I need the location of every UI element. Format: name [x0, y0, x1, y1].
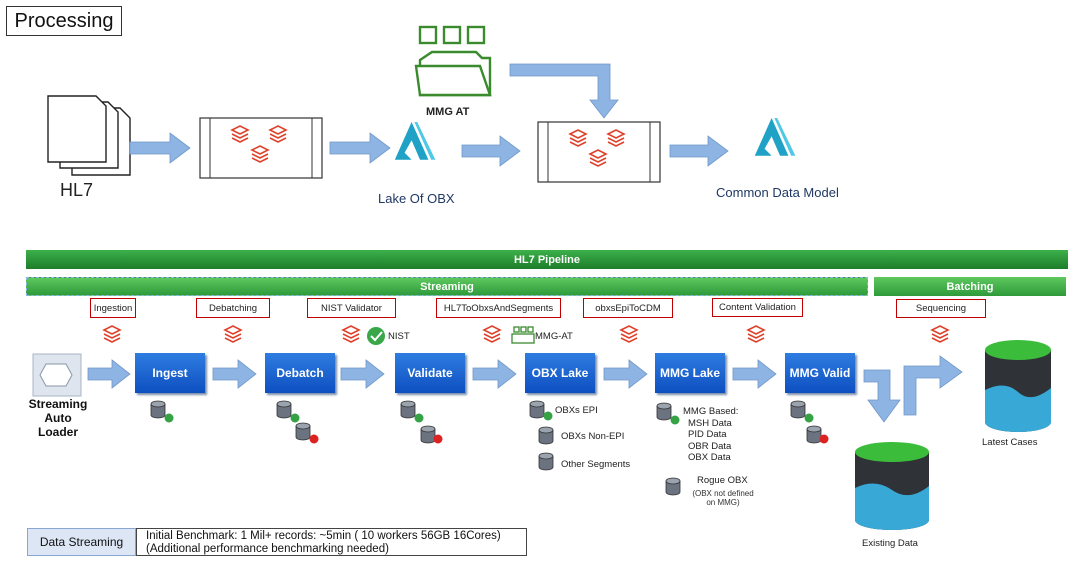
latest-cases-cylinder-icon — [985, 340, 1051, 432]
hl7-pipeline-bar: HL7 Pipeline — [26, 250, 1068, 269]
stage-debatch: Debatch — [265, 353, 335, 393]
benchmark-note: Initial Benchmark: 1 Mil+ records: ~5min… — [136, 528, 527, 556]
hl7-label: HL7 — [60, 180, 94, 200]
databricks-process-box-2 — [537, 121, 661, 183]
db-icons — [150, 400, 829, 496]
arrow-4 — [669, 135, 729, 167]
common-data-model-label: Common Data Model — [716, 185, 839, 200]
databricks-process-box-1 — [199, 117, 323, 179]
stage-mmg-valid: MMG Valid — [785, 353, 855, 393]
step-ingestion: Ingestion — [90, 298, 136, 318]
step-nist-validator: NIST Validator — [307, 298, 396, 318]
obx-output-other: Other Segments — [561, 459, 631, 470]
mmg-outputs: MMG Based: MSH Data PID Data OBR Data OB… — [683, 406, 738, 464]
obx-output-non-epi: OBXs Non-EPI — [561, 431, 625, 442]
rogue-obx-label: Rogue OBX — [697, 475, 748, 486]
lower-flow-graphics — [32, 325, 1051, 530]
step-sequencing: Sequencing — [896, 299, 986, 318]
arrow-2 — [329, 132, 391, 164]
lake-azure-icon — [394, 122, 436, 160]
step-hl7-to-obxs: HL7ToObxsAndSegments — [436, 298, 561, 318]
mmg-at-mini-icon — [511, 326, 535, 344]
hl7-document-icon — [47, 95, 131, 176]
mmg-output-msh: MSH Data — [688, 417, 732, 429]
obx-output-epi: OBXs EPI — [555, 405, 598, 416]
mmg-at-label: MMG AT — [426, 106, 470, 118]
step-content-validation: Content Validation — [712, 298, 803, 317]
rogue-obx-note: (OBX not defined on MMG) — [692, 489, 754, 507]
mmg-at-badge-label: MMG-AT — [535, 331, 573, 342]
mmg-output-pid: PID Data — [688, 429, 727, 440]
arrow-1 — [129, 132, 191, 164]
existing-data-label: Existing Data — [862, 538, 918, 549]
step-debatching: Debatching — [196, 298, 270, 318]
cdm-azure-icon — [754, 118, 796, 156]
arrow-up-latest — [903, 355, 963, 416]
mmg-output-heading: MMG Based: — [683, 406, 739, 417]
top-flow-graphics — [47, 25, 796, 183]
latest-cases-label: Latest Cases — [982, 437, 1038, 448]
arrow-down-existing — [863, 369, 901, 423]
auto-loader-icon — [32, 353, 82, 397]
streaming-bar: Streaming — [26, 277, 868, 296]
nist-check-icon — [367, 327, 385, 345]
stage-mmg-lake: MMG Lake — [655, 353, 725, 393]
stage-obx-lake: OBX Lake — [525, 353, 595, 393]
benchmark-line-1: Initial Benchmark: 1 Mil+ records: ~5min… — [146, 530, 501, 542]
stage-validate: Validate — [395, 353, 465, 393]
benchmark-line-2: (Additional performance benchmarking nee… — [146, 543, 389, 555]
mmg-output-obr: OBR Data — [688, 440, 732, 452]
batching-bar: Batching — [874, 277, 1066, 296]
nist-badge-label: NIST — [388, 331, 410, 342]
data-streaming-tag: Data Streaming — [27, 528, 136, 556]
existing-data-cylinder-icon — [855, 442, 929, 530]
arrow-mmg-down — [509, 63, 619, 119]
step-obxs-epi-to-cdm: obxsEpiToCDM — [583, 298, 673, 318]
streaming-auto-loader-label: Streaming Auto Loader — [28, 397, 88, 439]
stage-ingest: Ingest — [135, 353, 205, 393]
page-title: Processing — [6, 6, 122, 36]
mmg-output-obx: OBX Data — [688, 452, 731, 463]
lake-of-obx-label: Lake Of OBX — [378, 191, 455, 206]
arrow-3 — [461, 135, 521, 167]
mmg-at-folder-icon — [414, 25, 492, 97]
